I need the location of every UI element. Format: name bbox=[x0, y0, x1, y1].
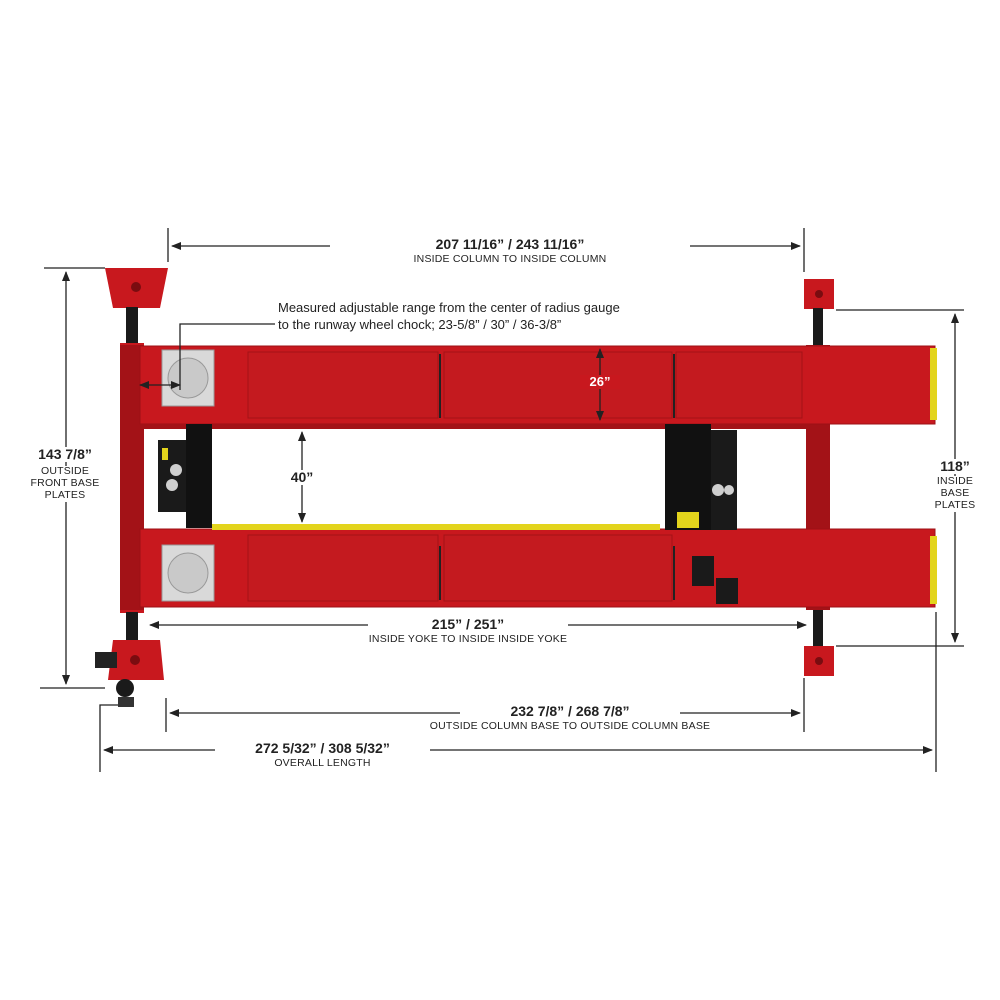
front-base-plates-label-1: OUTSIDE bbox=[15, 465, 115, 478]
inside-column-label: INSIDE COLUMN TO INSIDE COLUMN bbox=[413, 253, 607, 265]
inside-base-plates-label-1: INSIDE bbox=[925, 475, 985, 488]
overall-length-value: 272 5/32” / 308 5/32” bbox=[215, 740, 430, 757]
power-unit bbox=[95, 652, 117, 668]
front-left-column bbox=[105, 268, 168, 349]
dimension-radius-gauge bbox=[139, 323, 275, 390]
inside-column-value: 207 11/16” / 243 11/16” bbox=[330, 236, 690, 253]
radius-gauge-note-line1: Measured adjustable range from the cente… bbox=[278, 300, 620, 315]
inside-base-plates-label-2: BASE bbox=[925, 487, 985, 500]
outside-column-base-value: 232 7/8” / 268 7/8” bbox=[460, 703, 680, 720]
rear-jack bbox=[665, 424, 737, 530]
radius-gauge-note-line2: to the runway wheel chock; 23-5/8” / 30”… bbox=[278, 317, 562, 332]
inside-base-plates-label-3: PLATES bbox=[925, 499, 985, 512]
runway-gap-value: 40” bbox=[282, 469, 322, 486]
bottom-runway bbox=[139, 524, 937, 608]
front-right-column bbox=[95, 607, 164, 707]
top-radius-plate bbox=[161, 349, 215, 407]
drip-tray-strip bbox=[212, 524, 660, 530]
inside-yoke-value: 215” / 251” bbox=[368, 616, 568, 633]
inside-yoke-label: INSIDE YOKE TO INSIDE INSIDE YOKE bbox=[368, 633, 568, 645]
runway-width-value: 26” bbox=[580, 374, 620, 390]
top-runway bbox=[139, 345, 937, 429]
outside-column-base-label: OUTSIDE COLUMN BASE TO OUTSIDE COLUMN BA… bbox=[429, 720, 711, 732]
bottom-radius-plate bbox=[161, 544, 215, 602]
overall-length-label: OVERALL LENGTH bbox=[274, 757, 371, 769]
front-base-plates-value: 143 7/8” bbox=[15, 446, 115, 463]
rear-right-column bbox=[804, 610, 834, 676]
front-base-plates-label-3: PLATES bbox=[15, 489, 115, 502]
front-jack bbox=[158, 424, 212, 528]
inside-base-plates-value: 118” bbox=[925, 458, 985, 475]
front-base-plates-label-2: FRONT BASE bbox=[15, 477, 115, 490]
rear-left-column bbox=[804, 279, 834, 348]
